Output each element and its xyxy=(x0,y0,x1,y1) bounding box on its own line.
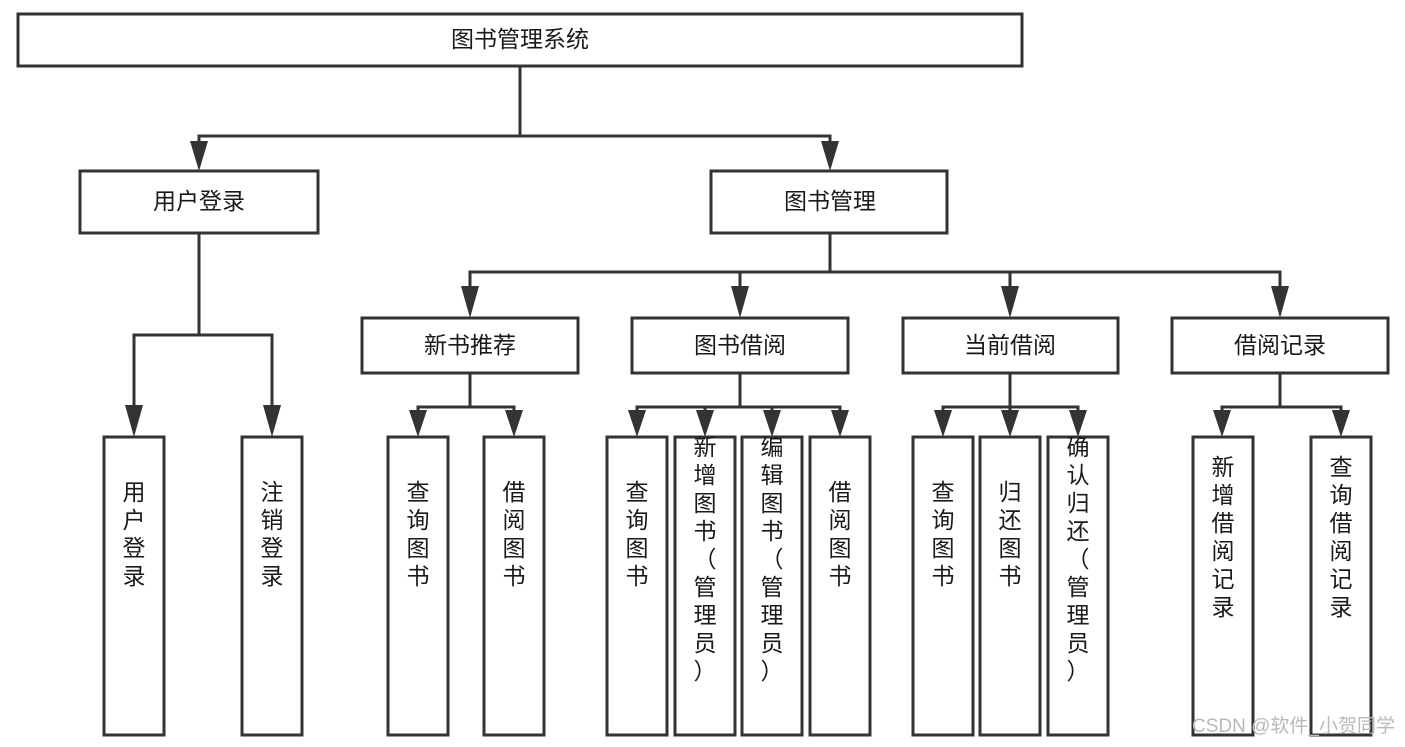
arrow-head-leaf-borrow-book-1 xyxy=(505,410,523,437)
arrow-head-leaf-edit-book xyxy=(763,410,781,437)
borrow-record-label: 借阅记录 xyxy=(1234,332,1326,358)
leaf-borrow-book-newbook-label: 借阅图书 xyxy=(503,479,526,589)
leaf-query-book-newbook-label: 查询图书 xyxy=(407,479,430,589)
leaf-query-book-newbook[interactable]: 查询图书 xyxy=(386,435,450,737)
current-borrow-label: 当前借阅 xyxy=(964,332,1056,358)
node-book-management[interactable]: 图书管理 xyxy=(709,169,949,235)
arrow-head-leaf-query-book-3 xyxy=(934,410,952,437)
arrow-head-current-borrow xyxy=(1001,286,1019,318)
node-root-system[interactable]: 图书管理系统 xyxy=(16,12,1024,68)
book-borrow-label: 图书借阅 xyxy=(694,332,786,358)
arrow-head-borrow-record xyxy=(1271,286,1289,318)
leaf-query-borrow-record-box xyxy=(1309,435,1373,737)
arrow-head-leaf-user-login xyxy=(125,405,143,437)
csdn-watermark: CSDN @软件_小贺同学 xyxy=(1192,715,1395,737)
leaf-edit-book-admin[interactable]: 编辑图书（管理员） xyxy=(740,434,804,737)
leaf-query-book-borrow[interactable]: 查询图书 xyxy=(605,435,669,737)
root-label: 图书管理系统 xyxy=(451,26,589,52)
leaf-borrow-book-borrow[interactable]: 借阅图书 xyxy=(808,435,872,737)
leaf-edit-book-admin-box xyxy=(740,435,804,737)
leaf-confirm-return-admin[interactable]: 确认归还（管理员） xyxy=(1046,434,1110,737)
current-borrow-box xyxy=(901,316,1120,375)
leaf-query-book-current[interactable]: 查询图书 xyxy=(911,435,975,737)
leaf-add-borrow-record-box xyxy=(1191,435,1255,737)
leaf-borrow-book-newbook-box xyxy=(482,435,546,737)
leaf-add-book-admin-box xyxy=(673,435,737,737)
leaf-borrow-book-borrow-box xyxy=(808,435,872,737)
leaf-query-book-newbook-box xyxy=(386,435,450,737)
leaf-return-book-label: 归还图书 xyxy=(999,479,1022,589)
arrow-head-leaf-add-record xyxy=(1213,410,1231,437)
node-current-borrow[interactable]: 当前借阅 xyxy=(901,316,1120,375)
arrow-head-leaf-query-book-1 xyxy=(409,410,427,437)
leaf-query-borrow-record-label: 查询借阅记录 xyxy=(1330,454,1353,620)
leaf-logout-box xyxy=(240,435,304,737)
leaf-add-borrow-record-label: 新增借阅记录 xyxy=(1212,454,1235,620)
connector-layer xyxy=(125,64,1350,437)
leaf-add-book-admin-label: 新增图书（管理员） xyxy=(694,434,717,684)
arrow-head-leaf-query-record xyxy=(1332,410,1350,437)
user-login-label: 用户登录 xyxy=(153,188,245,214)
leaf-query-book-current-box xyxy=(911,435,975,737)
leaf-user-login-label: 用户登录 xyxy=(123,479,146,589)
arrow-head-leaf-confirm-return xyxy=(1069,410,1087,437)
leaf-user-login[interactable]: 用户登录 xyxy=(102,435,166,737)
book-management-label: 图书管理 xyxy=(784,188,876,214)
leaf-logout[interactable]: 注销登录 xyxy=(240,435,304,737)
node-borrow-record[interactable]: 借阅记录 xyxy=(1170,316,1390,375)
arrow-head-new-book-rec xyxy=(461,286,479,318)
node-new-book-recommend[interactable]: 新书推荐 xyxy=(360,316,580,375)
leaf-logout-label: 注销登录 xyxy=(261,479,284,589)
arrow-head-leaf-query-book-2 xyxy=(628,410,646,437)
book-borrow-box xyxy=(630,316,850,375)
leaf-query-book-borrow-box xyxy=(605,435,669,737)
arrow-head-leaf-add-book xyxy=(696,410,714,437)
arrow-head-leaf-return-book xyxy=(1001,410,1019,437)
book-management-box xyxy=(709,169,949,235)
leaf-confirm-return-admin-box xyxy=(1046,435,1110,737)
arrow-head-book-borrow xyxy=(731,286,749,318)
leaf-return-book-box xyxy=(978,435,1042,737)
new-book-recommend-box xyxy=(360,316,580,375)
new-book-recommend-label: 新书推荐 xyxy=(424,332,516,358)
arrow-head-book-mgmt xyxy=(821,141,839,171)
leaf-query-borrow-record[interactable]: 查询借阅记录 xyxy=(1309,435,1373,737)
leaf-query-book-current-label: 查询图书 xyxy=(932,479,955,589)
leaf-query-book-borrow-label: 查询图书 xyxy=(626,479,649,589)
leaf-borrow-book-borrow-label: 借阅图书 xyxy=(829,479,852,589)
leaf-borrow-book-newbook[interactable]: 借阅图书 xyxy=(482,435,546,737)
arrow-head-leaf-logout xyxy=(263,405,281,437)
arrow-head-user-login xyxy=(190,141,208,171)
leaf-add-book-admin[interactable]: 新增图书（管理员） xyxy=(673,434,737,737)
borrow-record-box xyxy=(1170,316,1390,375)
root-box xyxy=(16,12,1024,68)
node-book-borrow[interactable]: 图书借阅 xyxy=(630,316,850,375)
leaf-user-login-box xyxy=(102,435,166,737)
leaf-return-book[interactable]: 归还图书 xyxy=(978,435,1042,737)
leaf-confirm-return-admin-label: 确认归还（管理员） xyxy=(1067,434,1090,684)
arrow-head-leaf-borrow-book-2 xyxy=(831,410,849,437)
node-user-login[interactable]: 用户登录 xyxy=(78,169,320,235)
leaf-add-borrow-record[interactable]: 新增借阅记录 xyxy=(1191,435,1255,737)
user-login-box xyxy=(78,169,320,235)
leaf-edit-book-admin-label: 编辑图书（管理员） xyxy=(761,434,784,684)
